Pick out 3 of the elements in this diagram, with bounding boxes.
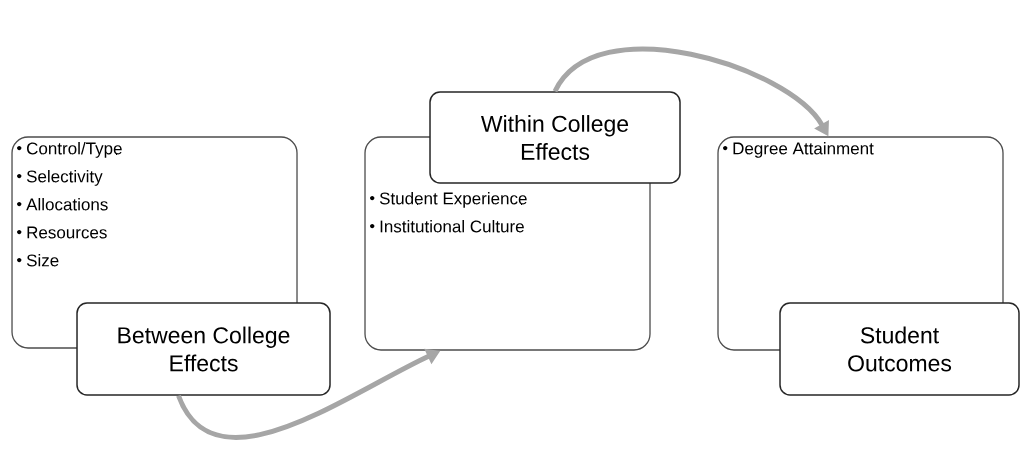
title-box: Student Outcomes xyxy=(779,302,1020,396)
title-box: Within College Effects xyxy=(429,91,681,184)
title-box: Between College Effects xyxy=(76,302,331,396)
